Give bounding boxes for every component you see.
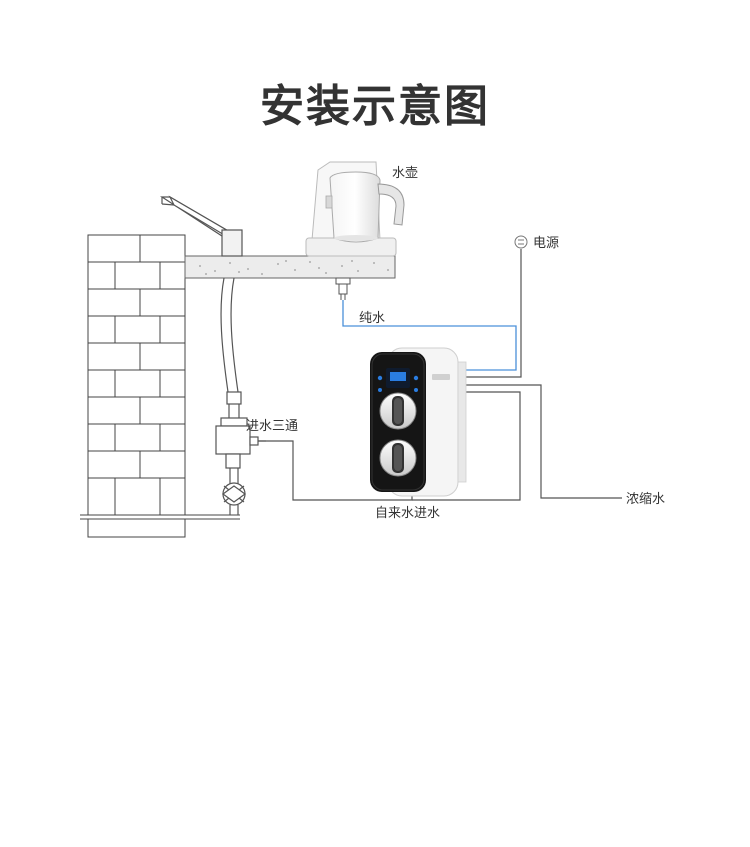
tap-water-inlet-label: 自来水进水: [375, 506, 440, 521]
pure-water-outlet: [335, 277, 351, 300]
brick-wall: [87, 234, 186, 516]
tap-water-line: [258, 440, 413, 501]
power-plug-icon: [514, 235, 528, 249]
pure-water-line: [342, 300, 517, 371]
power-line: [458, 249, 522, 378]
page-title: 安装示意图: [260, 81, 490, 132]
inlet-hose: [220, 277, 242, 418]
filter-knob-bottom: [379, 439, 417, 477]
concentrate-water-label: 浓缩水: [626, 491, 665, 507]
countertop: [184, 255, 396, 279]
floor: [80, 514, 240, 538]
water-purifier: [370, 347, 467, 497]
filter-knob-top: [379, 392, 417, 430]
pure-water-label: 纯水: [359, 311, 385, 326]
concentrate-water-line: [458, 384, 622, 499]
inlet-tee-label: 进水三通: [246, 419, 298, 434]
power-label: 电源: [533, 236, 559, 251]
inlet-tee-fitting: [215, 417, 266, 515]
kettle-icon: [305, 161, 405, 257]
faucet-icon: [159, 195, 243, 257]
display-panel: [377, 368, 419, 392]
kettle-label: 水壶: [392, 166, 418, 181]
tap-water-line-right: [412, 391, 521, 501]
